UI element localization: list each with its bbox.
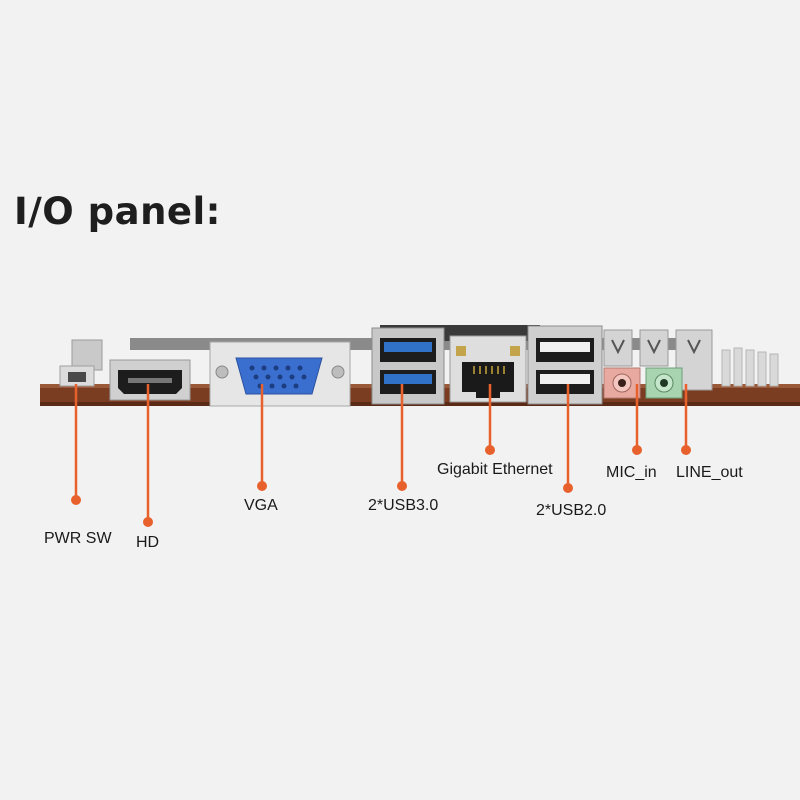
callout-dot-pwr-sw bbox=[71, 495, 81, 505]
rj45-port-icon bbox=[449, 335, 527, 403]
callout-dot-ethernet bbox=[485, 445, 495, 455]
hdmi-port-icon bbox=[109, 359, 191, 401]
label-ethernet: Gigabit Ethernet bbox=[437, 461, 553, 478]
callout-dot-hd bbox=[143, 517, 153, 527]
label-line: LINE_out bbox=[676, 464, 743, 481]
callout-dot-mic bbox=[632, 445, 642, 455]
heatsink bbox=[721, 347, 779, 387]
label-usb3: 2*USB3.0 bbox=[368, 497, 439, 514]
label-pwr-sw: PWR SW bbox=[44, 530, 112, 547]
audio-jack-icon bbox=[603, 367, 641, 399]
vga-port-icon bbox=[209, 341, 351, 407]
label-vga: VGA bbox=[244, 497, 278, 514]
page-title: I/O panel: bbox=[14, 190, 221, 233]
callout-dot-usb3 bbox=[397, 481, 407, 491]
usb3-port-icon bbox=[371, 327, 445, 405]
callout-dot-usb2 bbox=[563, 483, 573, 493]
label-mic: MIC_in bbox=[606, 464, 657, 481]
audio-jack-icon bbox=[645, 367, 683, 399]
callout-dot-line bbox=[681, 445, 691, 455]
callout-dot-vga bbox=[257, 481, 267, 491]
callout-lines bbox=[71, 384, 691, 527]
label-hd: HD bbox=[136, 534, 160, 551]
usb2-port-icon bbox=[527, 325, 603, 405]
button-icon bbox=[59, 339, 103, 387]
label-usb2: 2*USB2.0 bbox=[536, 502, 607, 519]
